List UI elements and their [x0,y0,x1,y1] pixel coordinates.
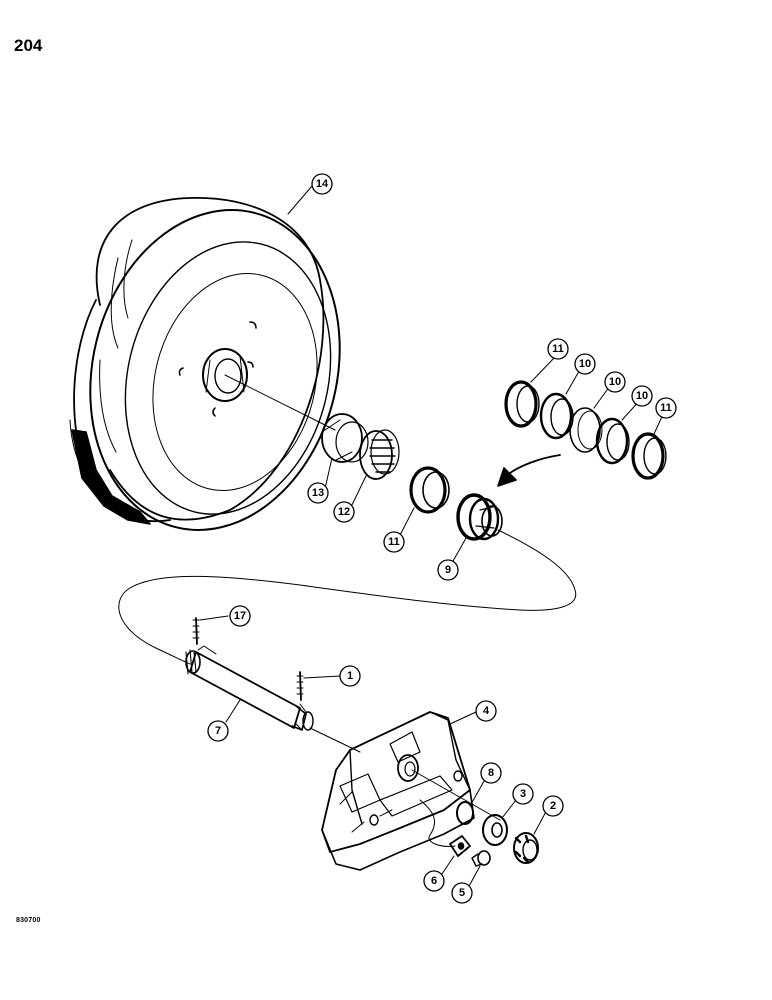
seal-11-right [631,432,667,480]
callout-9: 9 [437,559,459,581]
svg-text:11: 11 [552,343,564,355]
bolt-5 [471,850,491,867]
seal-11-left [504,380,540,428]
o-ring-8 [456,801,474,825]
seal-assembly-9 [456,493,503,541]
assembly-loop [118,529,577,665]
callout-2: 2 [542,795,564,817]
assembly-arrow [505,454,561,477]
callout-5: 5 [451,882,473,904]
svg-text:1: 1 [347,670,353,682]
seal-ring-10-right [595,417,630,465]
idler-wheel [69,197,341,531]
callout-10-right: 10 [631,385,653,407]
svg-text:3: 3 [520,788,526,800]
svg-text:10: 10 [609,376,621,388]
castle-nut-2 [513,832,539,864]
svg-text:14: 14 [316,178,329,190]
svg-text:8: 8 [488,767,494,779]
svg-text:7: 7 [215,725,221,737]
svg-text:10: 10 [579,358,591,370]
svg-text:12: 12 [338,506,350,518]
svg-text:11: 11 [388,536,400,548]
svg-text:13: 13 [312,487,324,499]
callout-15: 13 [307,482,329,504]
svg-text:17: 17 [234,610,246,622]
drawing-code: 830700 [16,917,41,924]
shaft-7 [185,645,314,731]
svg-text:6: 6 [431,875,437,887]
callout-8: 8 [480,762,502,784]
svg-text:10: 10 [636,390,648,402]
callout-7: 7 [207,720,229,742]
callout-17: 17 [229,605,251,627]
seal-13 [409,466,450,514]
svg-text:9: 9 [445,564,451,576]
callout-16: 14 [311,173,333,195]
callout-14: 12 [333,501,355,523]
callout-1: 1 [339,665,361,687]
washer-3 [482,814,508,846]
callout-11-left: 11 [547,338,569,360]
leader-lines [199,185,666,889]
svg-text:2: 2 [550,800,556,812]
callout-6: 6 [423,870,445,892]
pin-1 [296,671,304,701]
seal-ring-10-left [539,392,574,440]
bearing-cup-15 [321,413,369,463]
callout-11-right: 11 [655,397,677,419]
svg-text:5: 5 [459,887,465,899]
svg-text:11: 11 [660,402,672,414]
callout-12: 10 [604,371,626,393]
pin-17 [192,617,200,645]
svg-text:4: 4 [483,705,490,717]
page-number: 204 [14,36,43,55]
callout-4: 4 [475,700,497,722]
callout-13: 11 [383,531,405,553]
bearing-cone-14 [359,429,400,480]
callout-10-left: 10 [574,353,596,375]
support-bracket-4 [321,711,475,871]
callout-3: 3 [512,783,534,805]
lock-plate-6 [449,835,471,857]
